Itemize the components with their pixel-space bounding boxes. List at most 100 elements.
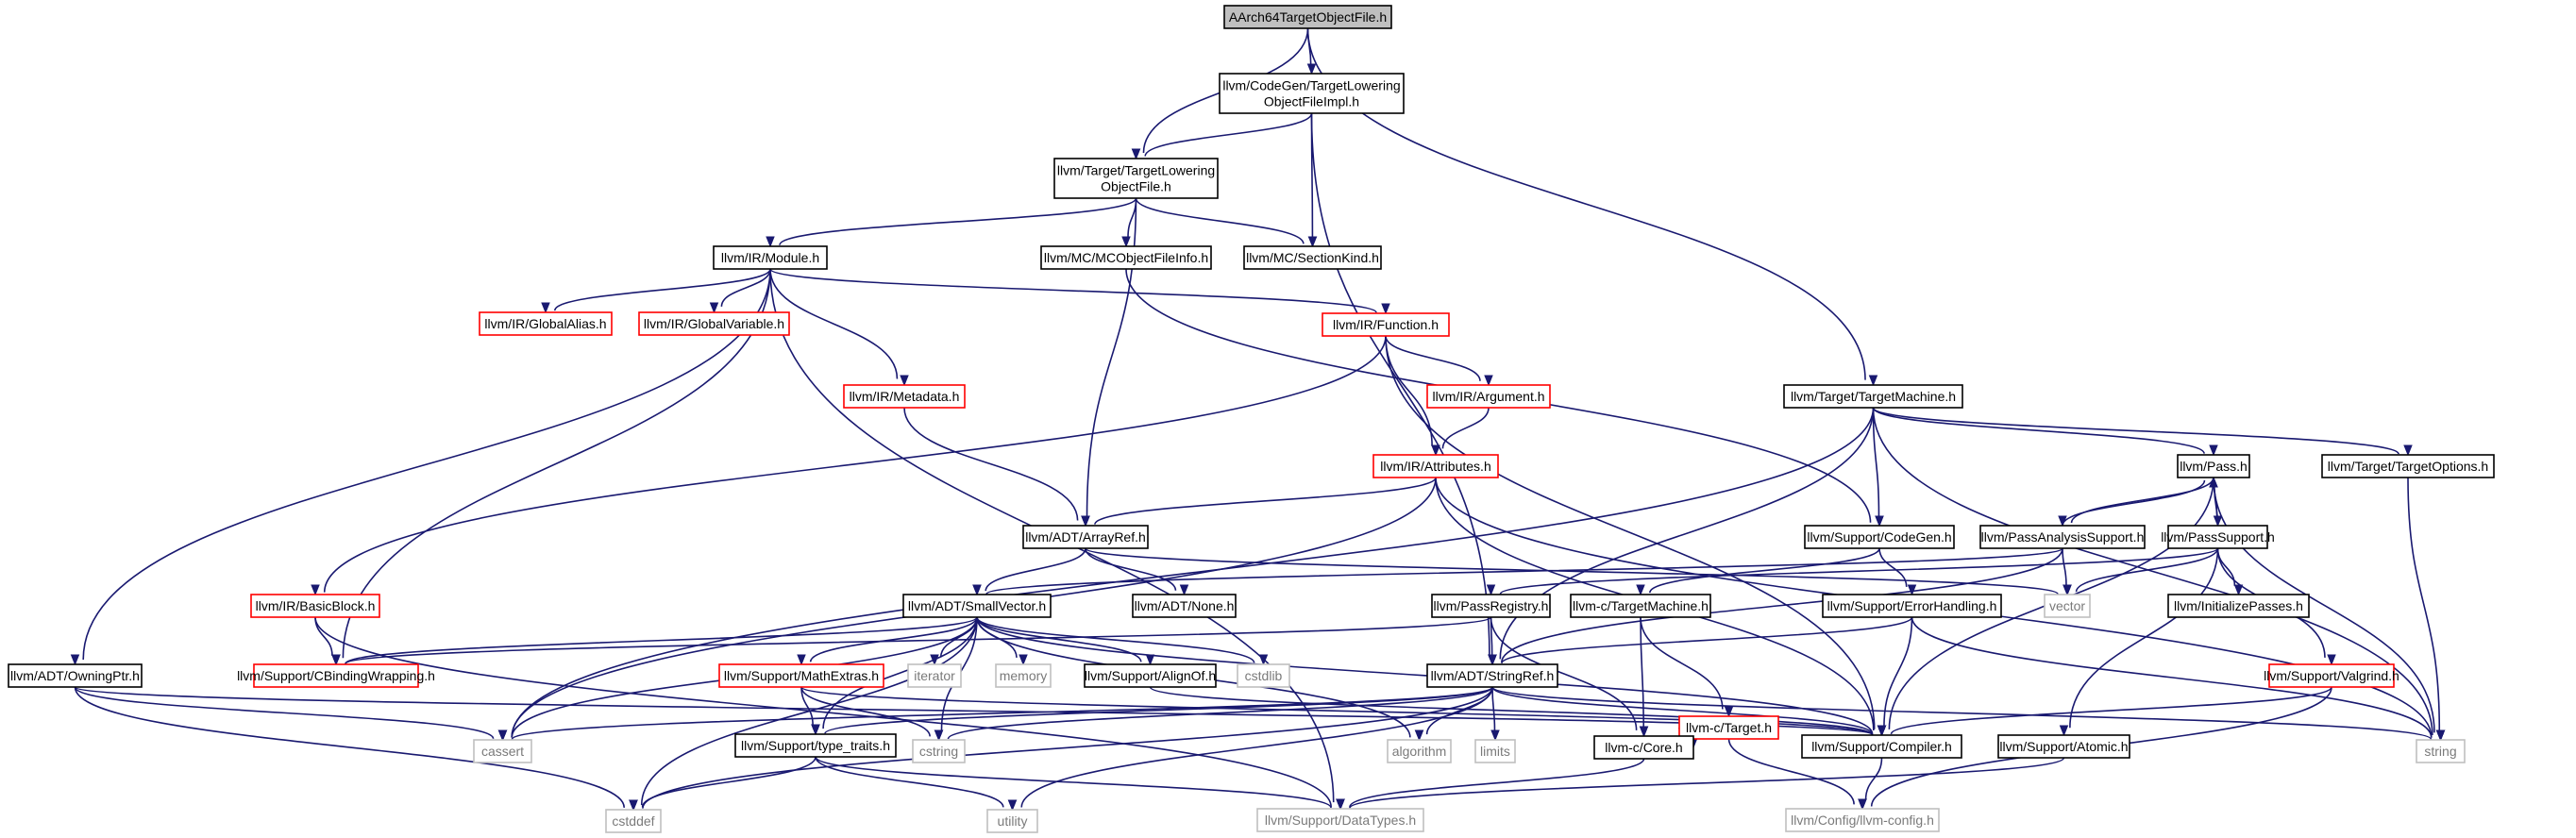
node-galias[interactable]: llvm/IR/GlobalAlias.h [479,311,613,336]
node-label-tlofi-0: llvm/CodeGen/TargetLowering [1222,78,1400,93]
edge-mathext-to-compiler [800,686,1874,736]
arrowhead-module-to-gvar [709,302,719,314]
node-label-seckind-0: llvm/MC/SectionKind.h [1246,250,1379,265]
node-box-compiler [1801,734,1962,759]
node-function[interactable]: llvm/IR/Function.h [1322,312,1450,337]
arrowhead-ctm-to-ccore [1639,726,1649,738]
edge-module-to-gvar [720,268,771,308]
node-label-vector-0: vector [2049,598,2085,613]
node-ctarget[interactable]: llvm-c/Target.h [1678,715,1779,740]
node-box-stringref [1426,663,1558,688]
node-label-module-0: llvm/IR/Module.h [721,250,819,265]
node-errh[interactable]: llvm/Support/ErrorHandling.h [1822,594,2002,618]
node-label-pass-0: llvm/Pass.h [2180,459,2248,474]
edge-ctm-to-ccore [1640,616,1645,728]
node-cstring: cstring [912,739,966,763]
node-none[interactable]: llvm/ADT/None.h [1132,594,1237,618]
edge-pass-to-string [2213,477,2435,733]
node-box-tm [1783,384,1963,409]
arrowhead-function-to-argument [1484,375,1493,387]
edge-typetraits-to-cstddef [641,756,817,808]
edge-psupport-to-pass [2214,486,2219,527]
arrowhead-psupport-to-atomic [2059,725,2069,737]
edge-smallvec-to-alignof [976,616,1142,662]
node-pass[interactable]: llvm/Pass.h [2177,454,2250,478]
node-box-ctm [1570,594,1711,618]
node-typetraits[interactable]: llvm/Support/type_traits.h [734,733,897,758]
node-box-ccore [1593,735,1694,760]
node-box-alignof [1084,663,1217,688]
node-box-topts [2321,454,2495,478]
node-box-memory [995,663,1052,688]
node-module[interactable]: llvm/IR/Module.h [713,245,828,270]
node-psupport[interactable]: llvm/PassSupport.h [2161,525,2275,549]
arrowhead-typetraits-to-cstddef [629,799,638,812]
node-box-iterator [907,663,962,688]
node-ccore[interactable]: llvm-c/Core.h [1593,735,1694,760]
node-utility: utility [986,809,1038,833]
edge-psupport-to-initp [2216,547,2236,586]
node-gvar[interactable]: llvm/IR/GlobalVariable.h [638,311,790,336]
node-metadata[interactable]: llvm/IR/Metadata.h [843,384,966,409]
node-label-root-0: AArch64TargetObjectFile.h [1229,9,1387,25]
edge-function-to-compiler [1385,335,1876,729]
edge-owningptr-to-cstddef [74,686,626,808]
edge-codegen-to-ctm [1649,547,1880,594]
node-atomic[interactable]: llvm/Support/Atomic.h [1997,734,2130,759]
edge-mathext-to-typetraits [800,686,814,726]
node-mcobj[interactable]: llvm/MC/MCObjectFileInfo.h [1040,245,1212,270]
edge-topts-to-string [2407,477,2441,731]
edge-tlofi-to-stringref [1310,112,1490,656]
arrowhead-tlof-to-mcobj [1121,236,1131,248]
edge-bblock-to-datatypes [314,616,1332,808]
node-argument[interactable]: llvm/IR/Argument.h [1426,384,1551,409]
node-valgrind[interactable]: llvm/Support/Valgrind.h [2264,663,2399,688]
edge-module-to-owningptr [82,268,771,661]
node-label-tlof-1: ObjectFile.h [1101,179,1171,194]
node-ctm[interactable]: llvm-c/TargetMachine.h [1570,594,1711,618]
node-pas[interactable]: llvm/PassAnalysisSupport.h [1979,525,2146,549]
node-cbind[interactable]: llvm/Support/CBindingWrapping.h [237,663,435,688]
arrowhead-stringref-to-limits [1490,729,1500,742]
node-preg[interactable]: llvm/PassRegistry.h [1431,594,1551,618]
node-stringref[interactable]: llvm/ADT/StringRef.h [1426,663,1558,688]
node-box-cbind [253,663,419,688]
node-attributes[interactable]: llvm/IR/Attributes.h [1372,454,1499,478]
node-alignof[interactable]: llvm/Support/AlignOf.h [1084,663,1217,688]
node-tm[interactable]: llvm/Target/TargetMachine.h [1783,384,1963,409]
edge-typetraits-to-utility [815,756,1004,808]
node-label-ctarget-0: llvm-c/Target.h [1686,720,1772,735]
arrowhead-smallvec-to-memory [1019,654,1028,666]
arrowhead-psupport-to-valgrind [2327,654,2336,666]
node-mathext[interactable]: llvm/Support/MathExtras.h [718,663,884,688]
node-root[interactable]: AArch64TargetObjectFile.h [1223,5,1392,29]
edge-pas-to-vector [2062,547,2067,586]
node-bblock[interactable]: llvm/IR/BasicBlock.h [250,594,380,618]
node-box-psupport [2167,525,2268,549]
edge-module-to-metadata [769,268,899,379]
node-smallvec[interactable]: llvm/ADT/SmallVector.h [902,594,1052,618]
edge-owningptr-to-compiler [74,686,1874,736]
edge-attributes-to-arrayref [1094,477,1437,526]
edge-tlofi-to-tlof [1144,112,1313,157]
node-box-datatypes [1256,808,1424,832]
node-arrayref[interactable]: llvm/ADT/ArrayRef.h [1022,525,1149,549]
edge-typetraits-to-datatypes [815,756,1332,809]
edge-psupport-to-vector [2075,547,2219,593]
node-initp[interactable]: llvm/InitializePasses.h [2167,594,2310,618]
arrowhead-psupport-to-initp [2233,584,2244,596]
node-label-mcobj-0: llvm/MC/MCObjectFileInfo.h [1044,250,1208,265]
node-compiler[interactable]: llvm/Support/Compiler.h [1801,734,1962,759]
node-seckind[interactable]: llvm/MC/SectionKind.h [1243,245,1382,270]
node-tlofi[interactable]: llvm/CodeGen/TargetLoweringObjectFileImp… [1219,73,1405,114]
node-codegen[interactable]: llvm/Support/CodeGen.h [1804,525,1955,549]
node-owningptr[interactable]: llvm/ADT/OwningPtr.h [8,663,143,688]
edge-valgrind-to-compiler [1890,686,2332,735]
node-box-typetraits [734,733,897,758]
arrowhead-stringref-to-typetraits [811,724,820,736]
node-topts[interactable]: llvm/Target/TargetOptions.h [2321,454,2495,478]
edge-preg-to-cbind [345,616,1492,665]
node-box-cstdlib [1237,663,1290,688]
